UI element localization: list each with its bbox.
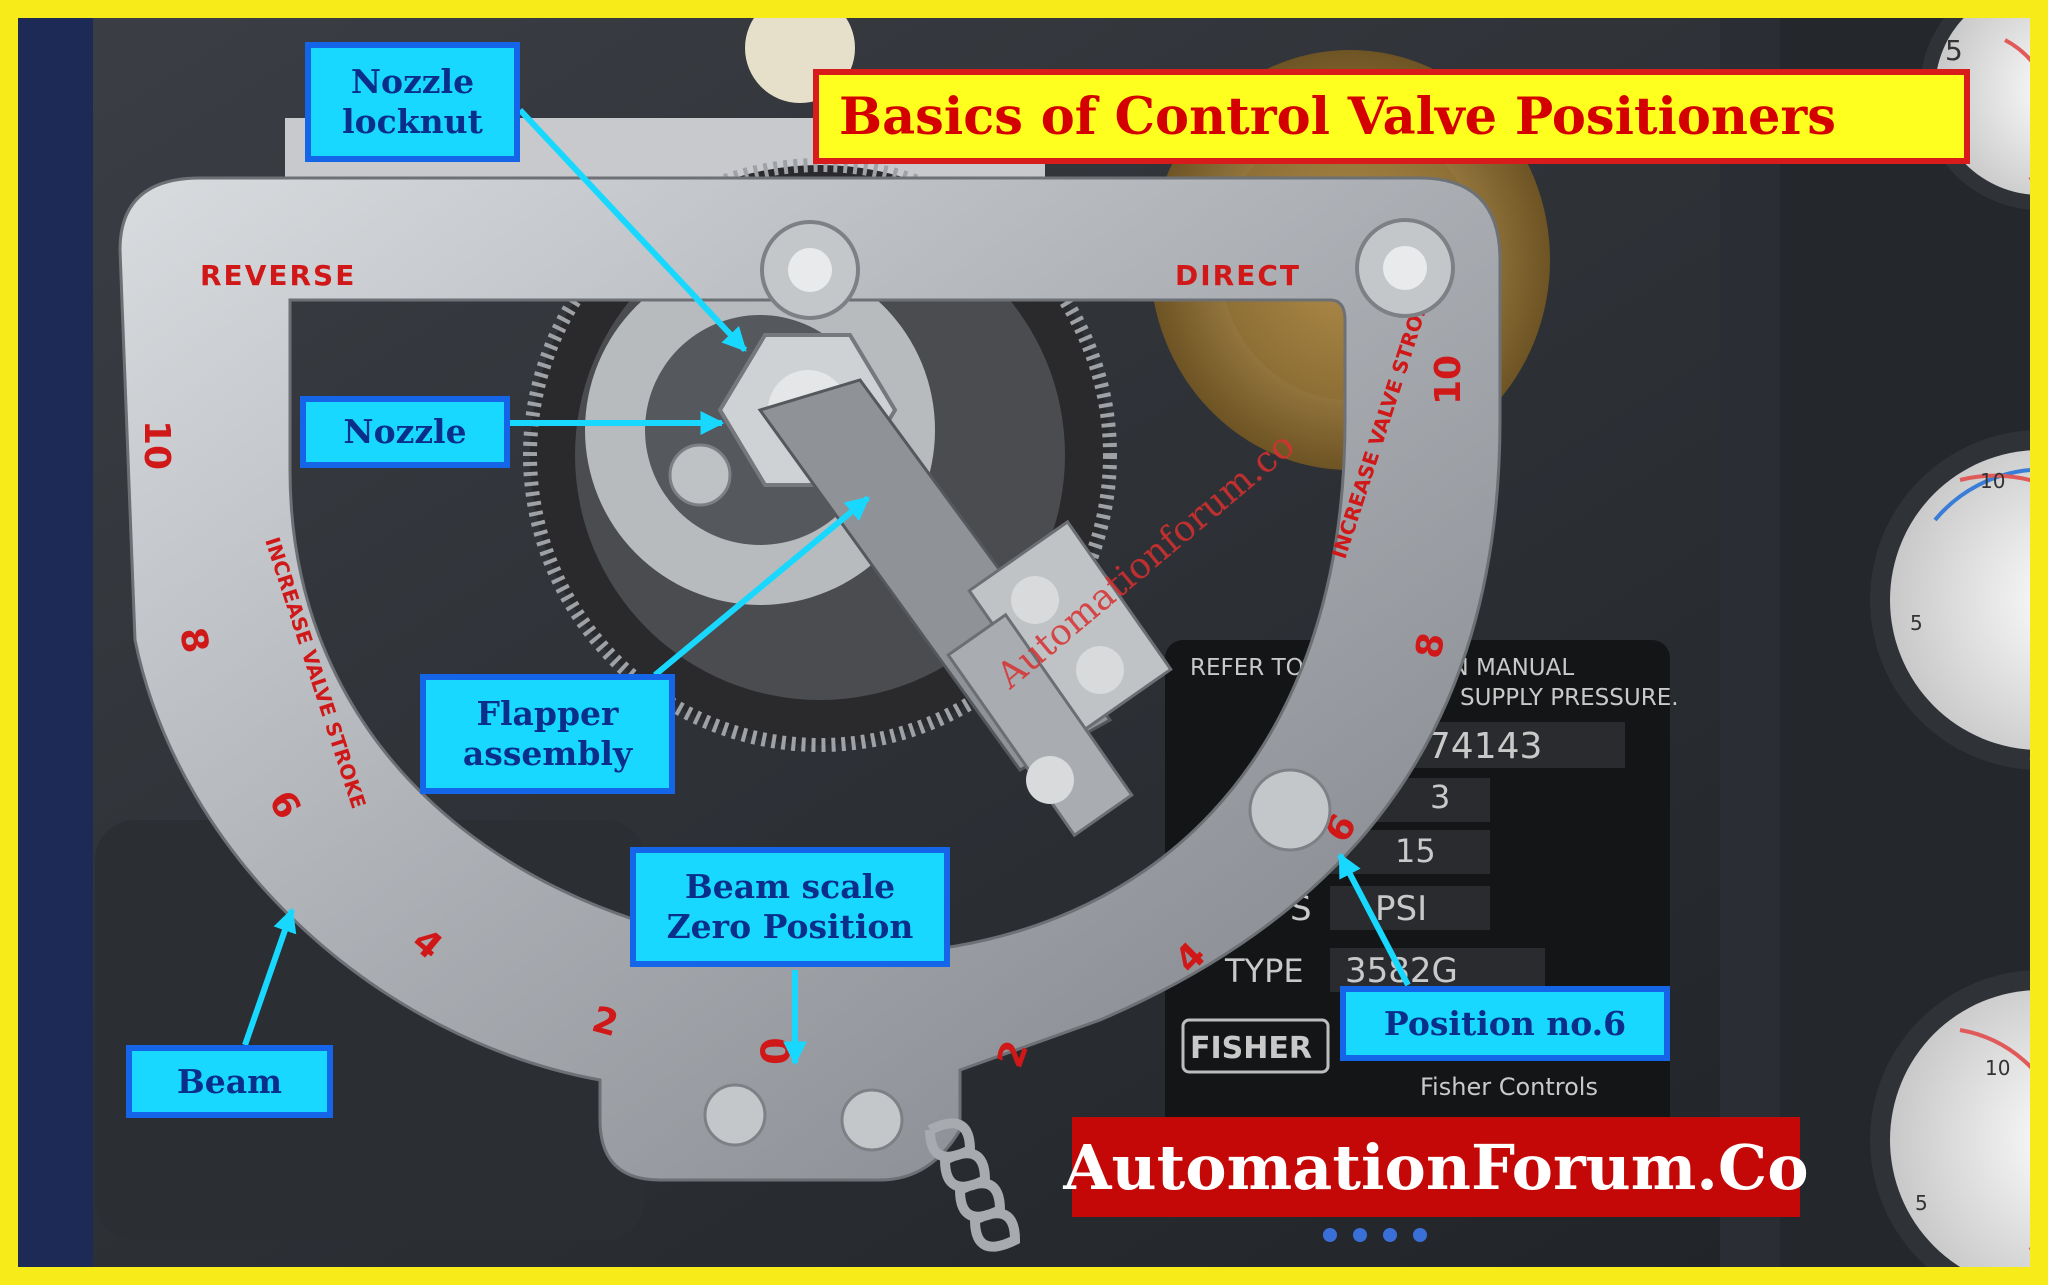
gauge-bottom-number-5: 5 bbox=[1915, 1191, 1928, 1215]
nameplate-maker: Fisher Controls bbox=[1420, 1073, 1598, 1101]
label-beam: Beam bbox=[126, 1045, 333, 1118]
gauge-top-number: 5 bbox=[1945, 34, 1963, 67]
housing-divider bbox=[1720, 18, 1780, 1267]
gauge-middle-number-10: 10 bbox=[1980, 469, 2005, 493]
beam-right-10: 10 bbox=[1428, 355, 1469, 405]
arrow-flapper bbox=[653, 495, 870, 678]
beam-left-10: 10 bbox=[136, 420, 177, 470]
positioner-photo: 5 10 5 10 5 REFER TO INSTRUCTION MANUAL … bbox=[18, 18, 2030, 1267]
beam-reverse-label: REVERSE bbox=[200, 259, 356, 292]
arrow-nozzle-locknut bbox=[517, 107, 748, 353]
brand-banner: AutomationForum.Co bbox=[1063, 1117, 1809, 1217]
fisher-logo: FISHER bbox=[1190, 1031, 1312, 1066]
beam-plate bbox=[118, 176, 1502, 1182]
page-title: Basics of Control Valve Positioners bbox=[813, 69, 1970, 164]
nameplate-type-label: TYPE bbox=[1224, 952, 1304, 990]
phillips-screw bbox=[668, 443, 732, 507]
label-nozzle: Nozzle bbox=[300, 396, 510, 468]
beam-direct-label: DIRECT bbox=[1175, 259, 1301, 292]
label-position-no6: Position no.6 bbox=[1340, 986, 1670, 1061]
gauge-middle: 10 5 bbox=[1870, 430, 2030, 770]
label-beam-scale-zero: Beam scale Zero Position bbox=[630, 847, 950, 967]
arrow-position-6 bbox=[1337, 852, 1411, 987]
arrow-beam bbox=[242, 907, 297, 1046]
housing-left-edge bbox=[18, 18, 93, 1267]
gauge-middle-number-5: 5 bbox=[1910, 611, 1923, 635]
spring bbox=[925, 1118, 1021, 1252]
nameplate-field3: 15 bbox=[1395, 832, 1436, 870]
label-nozzle-locknut: Nozzle locknut bbox=[305, 42, 520, 162]
label-flapper-assembly: Flapper assembly bbox=[420, 674, 675, 794]
nameplate-line2: SUPPLY PRESSURE. bbox=[1460, 685, 1679, 711]
gauge-bottom-number-10: 10 bbox=[1985, 1056, 2010, 1080]
nameplate-units: PSI bbox=[1375, 889, 1427, 929]
nameplate-field2: 3 bbox=[1430, 778, 1450, 816]
gauge-bottom: 10 5 bbox=[1870, 970, 2030, 1267]
callout-arrows bbox=[242, 107, 1411, 1066]
flapper-arm bbox=[757, 378, 1173, 838]
beam-bolts bbox=[703, 218, 1455, 1152]
